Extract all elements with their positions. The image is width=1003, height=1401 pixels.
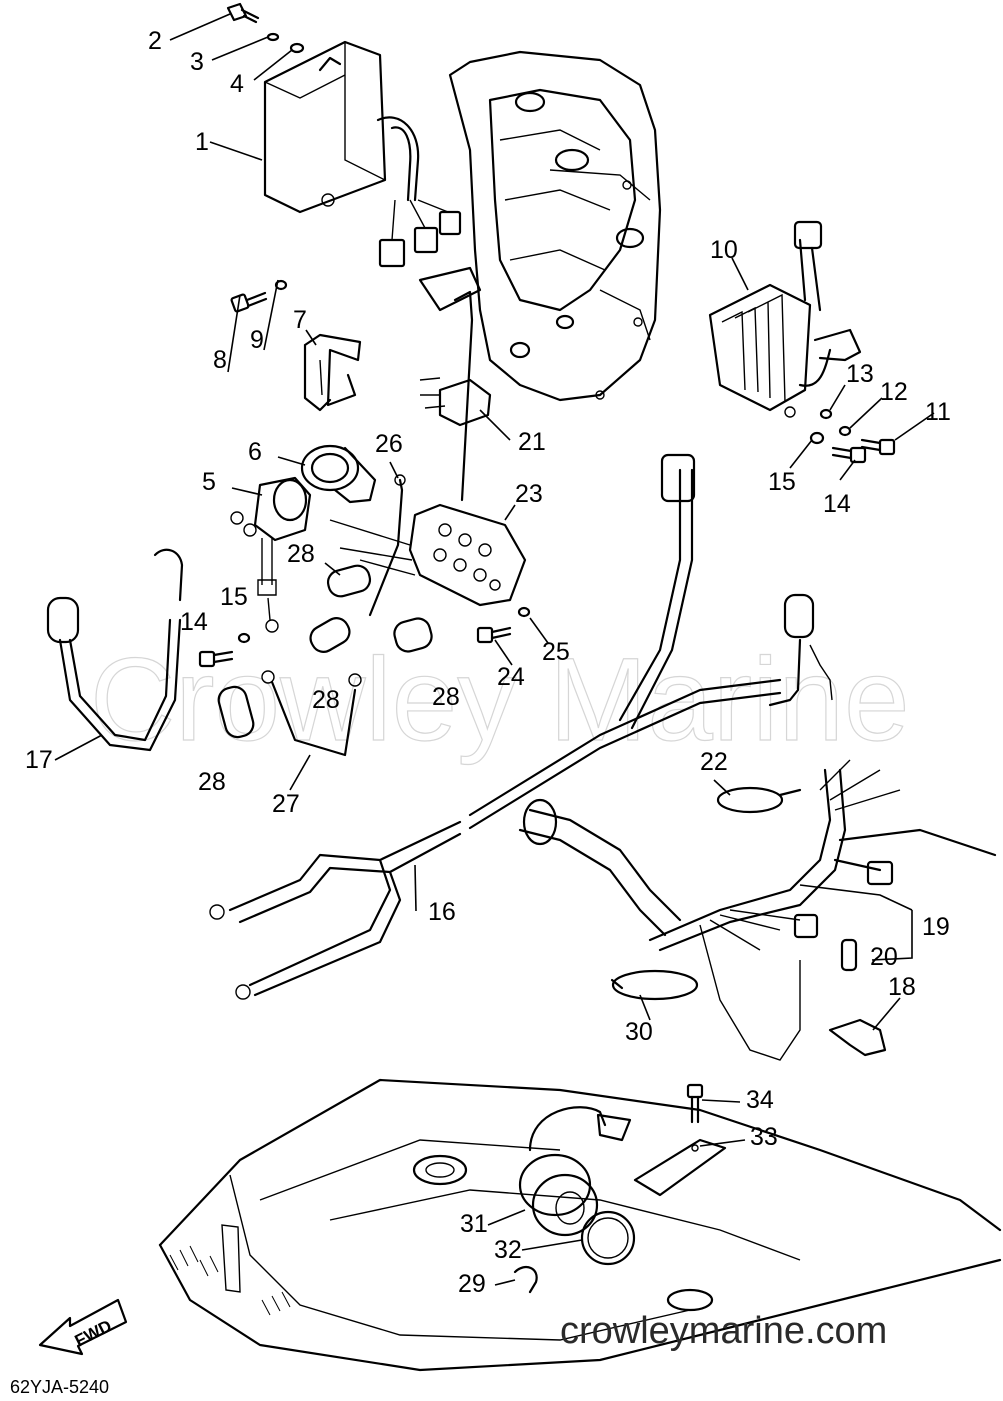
- callout-24: 24: [497, 663, 525, 691]
- washer-25: [517, 606, 531, 618]
- clamp-22: [716, 786, 802, 814]
- cdi-unit: [263, 40, 462, 268]
- callout-6: 6: [248, 438, 262, 466]
- washer-3: [266, 32, 280, 42]
- battery-cable-17: [46, 548, 184, 752]
- callout-33: 33: [750, 1123, 778, 1151]
- callout-11: 11: [925, 398, 951, 426]
- bolt-2: [226, 2, 260, 24]
- cable-21: [418, 266, 492, 502]
- battery-cable-16: [209, 453, 782, 1000]
- bolt-8: [230, 291, 268, 313]
- callout-15-right: 15: [768, 468, 796, 496]
- callout-8: 8: [213, 346, 227, 374]
- washer-9: [274, 279, 288, 291]
- callout-12: 12: [880, 378, 908, 406]
- callout-28-c: 28: [432, 683, 460, 711]
- callout-31: 31: [460, 1210, 488, 1238]
- engine-bracket: [448, 50, 662, 402]
- ground-cable-27: [261, 670, 362, 757]
- callout-labels: 1 2 3 4 5 6 7 8 9 10 11 12 13 14 14 15 1…: [25, 27, 951, 1298]
- bolt-11: [860, 438, 896, 456]
- callout-26: 26: [375, 430, 403, 458]
- starter-relay-5: [230, 476, 312, 633]
- callout-22: 22: [700, 748, 728, 776]
- callout-14-left: 14: [180, 608, 208, 636]
- ring-32: [580, 1210, 636, 1266]
- callout-28-a: 28: [287, 540, 315, 568]
- callout-28-d: 28: [198, 768, 226, 796]
- callout-23: 23: [515, 480, 543, 508]
- callout-27: 27: [272, 790, 300, 818]
- bolt-24: [476, 626, 512, 644]
- callout-21: 21: [518, 428, 546, 456]
- fuse-20: [840, 938, 858, 972]
- bolt-14-right: [831, 446, 867, 464]
- washer-4: [289, 42, 305, 54]
- callout-3: 3: [190, 48, 204, 76]
- terminal-23: [329, 503, 527, 607]
- callout-17: 17: [25, 746, 53, 774]
- callout-1: 1: [195, 128, 209, 156]
- clip-29: [513, 1265, 538, 1294]
- callout-18: 18: [888, 973, 916, 1001]
- bolt-14-left: [198, 650, 234, 668]
- callout-30: 30: [625, 1018, 653, 1046]
- callout-29: 29: [458, 1270, 486, 1298]
- callout-16: 16: [428, 898, 456, 926]
- callout-19: 19: [922, 913, 950, 941]
- callout-5: 5: [202, 468, 216, 496]
- screw-34: [686, 1083, 704, 1124]
- callout-4: 4: [230, 70, 244, 98]
- leader-lines: [54, 13, 935, 1286]
- diagram-code: 62YJA-5240: [10, 1377, 110, 1397]
- holder-6: [300, 444, 377, 504]
- callout-2: 2: [148, 27, 162, 55]
- callout-32: 32: [494, 1236, 522, 1264]
- bracket-7: [303, 333, 362, 412]
- clamp-30: [610, 969, 699, 1001]
- washer-15-left: [237, 632, 251, 644]
- fwd-arrow-icon: FWD: [38, 1298, 128, 1356]
- rectifier-10: [708, 220, 862, 418]
- washer-13: [819, 408, 833, 420]
- callout-28-b: 28: [312, 686, 340, 714]
- callout-10: 10: [710, 236, 738, 264]
- footer-watermark: crowleymarine.com: [560, 1310, 888, 1352]
- grommet-31: [518, 1106, 632, 1237]
- callout-15-left: 15: [220, 583, 248, 611]
- washer-15-right: [809, 431, 825, 445]
- callout-25: 25: [542, 638, 570, 666]
- lead-26: [368, 478, 404, 617]
- cap-28: [217, 564, 433, 739]
- callout-13: 13: [846, 360, 874, 388]
- callout-9: 9: [250, 326, 264, 354]
- callout-34: 34: [746, 1086, 774, 1114]
- bracket-18: [828, 1018, 887, 1057]
- callout-20: 20: [870, 943, 898, 971]
- callout-7: 7: [293, 306, 307, 334]
- bottom-cowling: [158, 1078, 1002, 1372]
- plate-33: [633, 1138, 727, 1197]
- watermark-center: Crowley Marine: [90, 634, 910, 766]
- washer-12: [838, 425, 852, 437]
- callout-14-right: 14: [823, 490, 851, 518]
